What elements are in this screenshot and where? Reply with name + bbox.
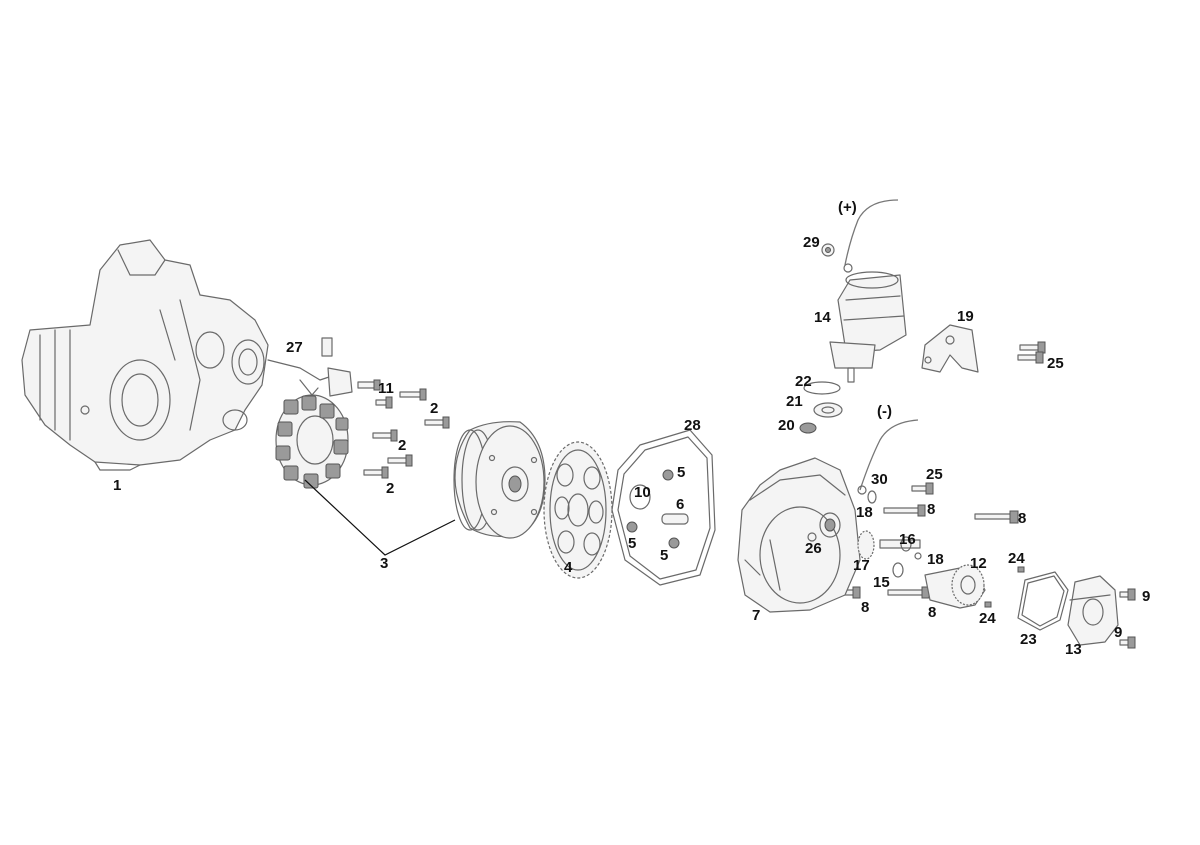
label-18a: 18	[856, 504, 873, 521]
label-13: 13	[1065, 641, 1082, 658]
label-18b: 18	[927, 551, 944, 568]
label-22: 22	[795, 373, 812, 390]
label-16: 16	[899, 531, 916, 548]
bolt-2b	[424, 416, 450, 429]
nut-5c	[668, 537, 680, 549]
part-labels: 1 27 11 2 2 2 3 4 28 5 10 6 5 5 (+) 29 1…	[113, 199, 1150, 658]
washer-30	[867, 490, 877, 504]
label-10: 10	[634, 484, 651, 501]
starter-motor-part	[829, 271, 907, 383]
label-5c: 5	[660, 547, 668, 564]
bolt-9b	[1119, 636, 1136, 649]
bolt-2e	[363, 466, 389, 479]
starter-seals	[799, 381, 843, 434]
label-8d: 8	[928, 604, 936, 621]
label-1: 1	[113, 477, 121, 494]
label-20: 20	[778, 417, 795, 434]
label-24a: 24	[1008, 550, 1025, 567]
dowel-24b	[984, 601, 992, 608]
cover-gasket-part	[1017, 571, 1069, 631]
label-5b: 5	[628, 535, 636, 552]
bolt-9a	[1119, 588, 1136, 601]
label-9b: 9	[1114, 624, 1122, 641]
label-8c: 8	[861, 599, 869, 616]
label-9a: 9	[1142, 588, 1150, 605]
label-7: 7	[752, 607, 760, 624]
flywheel-rotor-part	[453, 421, 546, 539]
bolt-2c	[372, 429, 398, 442]
stator-part	[275, 394, 349, 489]
bolt-8b	[974, 510, 1019, 524]
label-plus: (+)	[838, 199, 857, 216]
label-21: 21	[786, 393, 803, 410]
label-11: 11	[378, 380, 394, 397]
label-4: 4	[564, 559, 573, 576]
label-29: 29	[803, 234, 820, 251]
fasteners	[357, 243, 1136, 649]
label-3: 3	[380, 555, 388, 572]
label-8b: 8	[1018, 510, 1026, 527]
small-cover-part	[1067, 575, 1119, 646]
label-15: 15	[873, 574, 890, 591]
label-28: 28	[684, 417, 701, 434]
label-2b: 2	[398, 437, 406, 454]
label-25a: 25	[1047, 355, 1064, 372]
bolt-11	[357, 379, 381, 391]
nut-5b	[626, 521, 638, 533]
label-24b: 24	[979, 610, 996, 627]
label-26: 26	[805, 540, 822, 557]
label-27: 27	[286, 339, 303, 356]
bracket-part	[921, 324, 979, 373]
nut-5a	[662, 469, 674, 481]
pin-6	[661, 513, 689, 525]
bolt-25a	[1019, 341, 1046, 354]
label-23: 23	[1020, 631, 1037, 648]
ignition-cover-part	[737, 457, 861, 613]
bolt-25b	[1017, 351, 1044, 364]
label-minus: (-)	[877, 403, 892, 420]
label-2a: 2	[430, 400, 438, 417]
bolt-8d	[887, 586, 930, 599]
bolt-2d	[387, 454, 413, 467]
positive-cable	[844, 199, 899, 266]
label-5a: 5	[677, 464, 685, 481]
label-25b: 25	[926, 466, 943, 483]
bolt-2a2	[375, 396, 393, 409]
label-14: 14	[814, 309, 831, 326]
crankcase-part	[21, 239, 269, 471]
nut-29	[821, 243, 835, 257]
label-12: 12	[970, 555, 987, 572]
starter-gear-train	[857, 530, 986, 609]
gasket-part	[611, 429, 716, 586]
label-6: 6	[676, 496, 684, 513]
label-8a: 8	[927, 501, 935, 518]
label-17: 17	[853, 557, 870, 574]
label-30: 30	[871, 471, 888, 488]
negative-cable	[859, 419, 919, 491]
bolt-2a	[399, 388, 427, 401]
leader-3	[304, 479, 456, 556]
bolt-25c	[911, 482, 934, 495]
bolt-8a	[883, 504, 926, 517]
pickup-sensor-part	[267, 337, 353, 397]
dowel-24a	[1017, 566, 1025, 573]
label-19: 19	[957, 308, 974, 325]
label-2c: 2	[386, 480, 394, 497]
starter-gear-part	[543, 441, 613, 579]
